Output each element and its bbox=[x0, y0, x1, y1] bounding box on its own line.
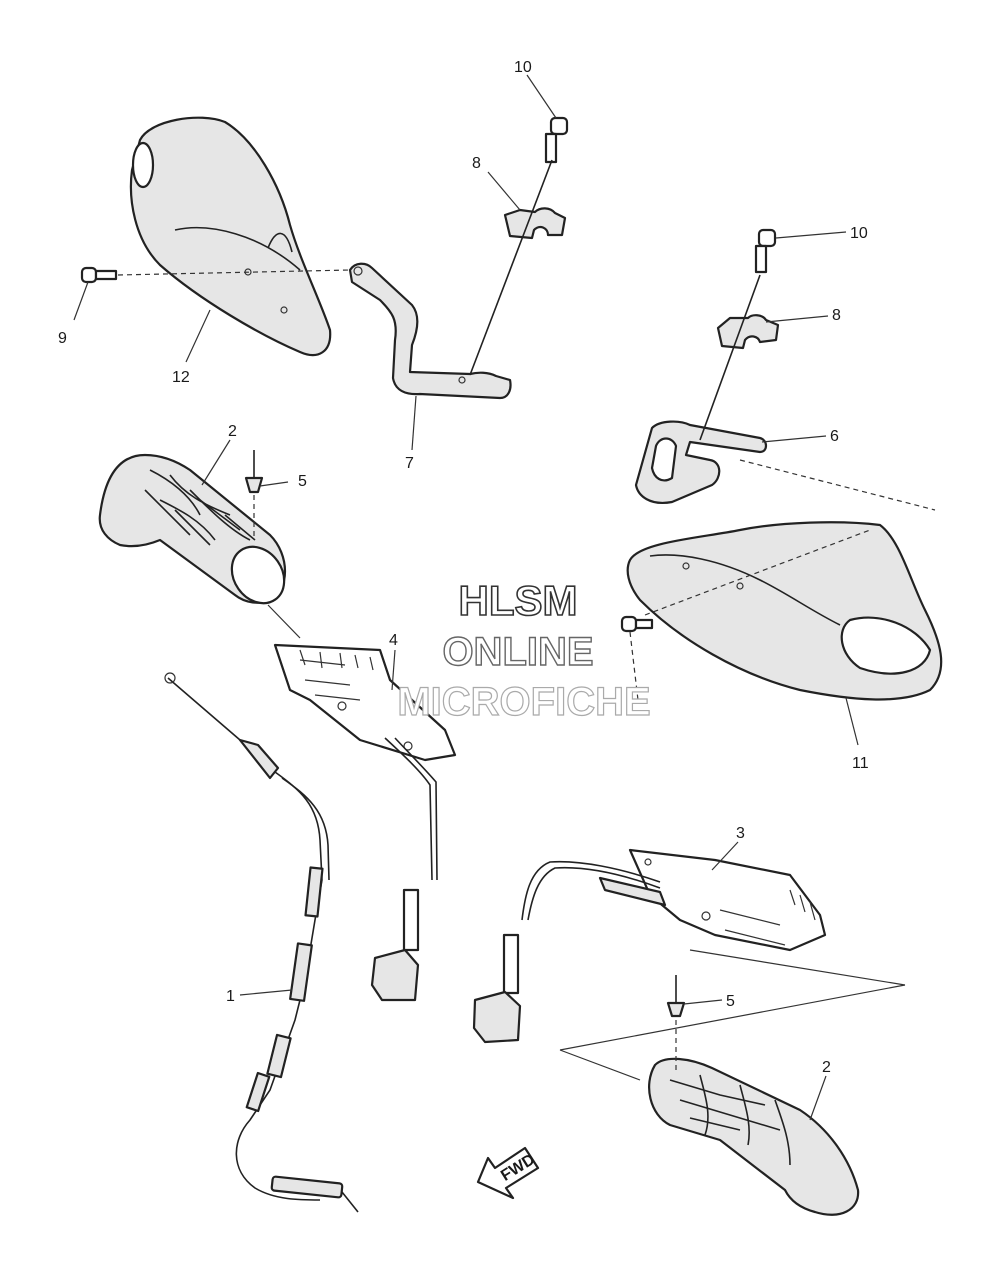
callout-8-upper: 8 bbox=[472, 155, 481, 172]
heater-element-left bbox=[273, 643, 457, 881]
callout-10-lower: 10 bbox=[850, 225, 868, 242]
watermark: HLSM ONLINE MICROFICHE bbox=[397, 576, 652, 724]
clamp-8-lower bbox=[716, 314, 780, 350]
bolt-10-lower bbox=[699, 228, 777, 441]
callout-5-lower: 5 bbox=[726, 993, 735, 1010]
rivet-5-lower bbox=[666, 975, 686, 1070]
callout-2-upper: 2 bbox=[228, 423, 237, 440]
watermark-line-1: HLSM bbox=[459, 577, 578, 624]
callout-11: 11 bbox=[852, 755, 869, 772]
callout-6: 6 bbox=[830, 428, 839, 445]
callout-7: 7 bbox=[405, 455, 414, 472]
bolt-10-upper bbox=[469, 116, 569, 376]
bracket-left bbox=[348, 262, 512, 400]
rivet-5-upper bbox=[244, 450, 264, 540]
clamp-8-upper bbox=[503, 207, 567, 240]
callout-9: 9 bbox=[58, 330, 67, 347]
throttle-cable bbox=[164, 672, 359, 1213]
watermark-line-2: ONLINE bbox=[442, 630, 593, 674]
screw-right-guard bbox=[620, 615, 654, 701]
hand-guard-right bbox=[626, 459, 943, 701]
grip-left bbox=[98, 453, 301, 639]
leader-lines bbox=[73, 74, 859, 1121]
callout-5-upper: 5 bbox=[298, 473, 307, 490]
callout-1: 1 bbox=[226, 988, 235, 1005]
connector-right bbox=[472, 933, 522, 1044]
callout-8-lower: 8 bbox=[832, 307, 841, 324]
connector-left bbox=[370, 888, 420, 1002]
callout-2-lower: 2 bbox=[822, 1059, 831, 1076]
callout-4: 4 bbox=[389, 632, 398, 649]
callout-10-upper: 10 bbox=[514, 59, 532, 76]
hand-guard-left bbox=[129, 116, 332, 357]
heater-element-right bbox=[521, 848, 827, 952]
callout-12: 12 bbox=[172, 369, 190, 386]
forward-arrow-icon: FWD bbox=[476, 1146, 540, 1200]
bracket-right bbox=[634, 420, 768, 504]
callout-labels: 10 8 9 12 7 2 5 10 8 6 4 11 3 1 5 2 bbox=[58, 59, 869, 1076]
callout-3: 3 bbox=[736, 825, 745, 842]
grip-right bbox=[559, 949, 906, 1216]
screw-9 bbox=[80, 266, 351, 284]
watermark-line-3: MICROFICHE bbox=[397, 680, 650, 724]
